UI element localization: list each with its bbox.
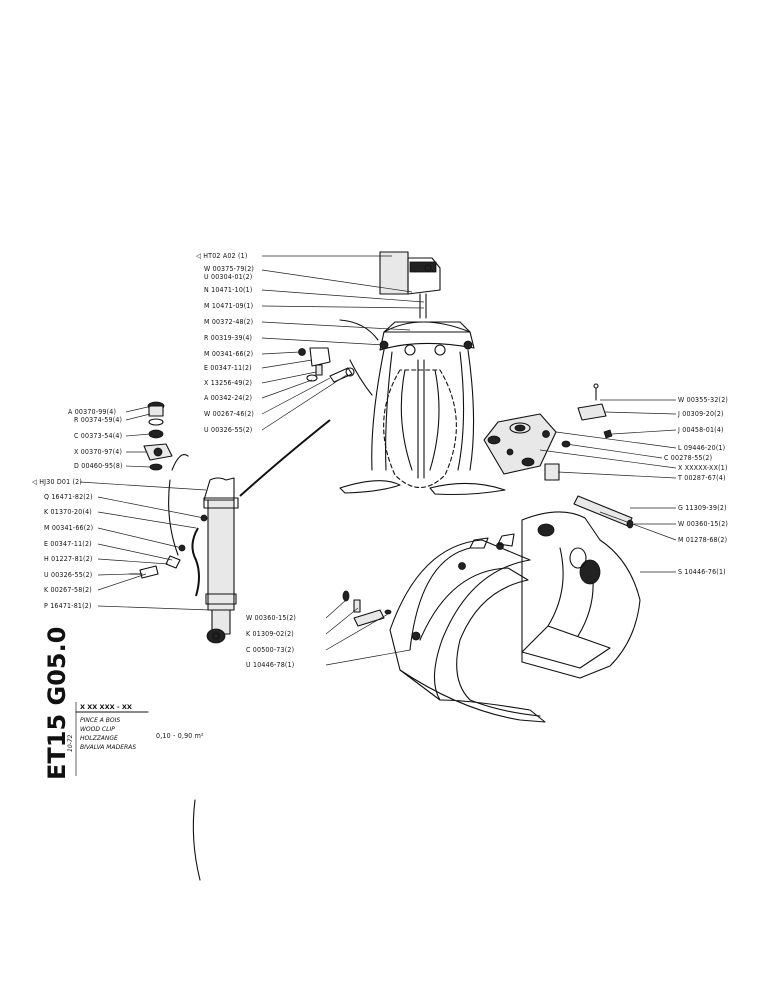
hydraulic-cylinder: [129, 477, 239, 881]
name-de: HOLZZANGE: [80, 735, 118, 742]
title-block: ET15 G05.0 10-72 X XX XXX - XX PINCE A B…: [43, 627, 204, 780]
labels-center: ◁ HT02 A02 (1) W 00375-79(2) U 00304-01(…: [196, 252, 254, 434]
label-s10446-76: S 10446-76(1): [678, 568, 726, 576]
label-x-xxxxx-xx: X XXXXX-XX(1): [678, 464, 728, 472]
doc-date: 10-72: [67, 734, 74, 752]
label-j00309-20: J 00309-20(2): [677, 410, 724, 418]
label-r00319-39: R 00319-39(4): [204, 334, 252, 342]
label-m00341-66: M 00341-66(2): [204, 350, 253, 358]
name-en: WOOD CLIP: [80, 726, 115, 733]
label-m10471-09: M 10471-09(1): [204, 302, 253, 310]
label-m00341-66-left: M 00341-66(2): [44, 524, 93, 532]
label-q16471-82: Q 16471-82(2): [44, 493, 93, 501]
doc-code: ET15 G05.0: [43, 627, 71, 780]
label-hj30-d01: ◁ HJ30 D01 (2): [32, 478, 82, 486]
label-u00304-01: U 00304-01(2): [204, 273, 252, 281]
grab-assembly: [339, 251, 506, 496]
label-u10446-78: U 10446-78(1): [246, 661, 294, 669]
label-r00374-59: R 00374-59(4): [74, 416, 122, 424]
label-a00370-99: A 00370-99(4): [68, 408, 116, 416]
label-p16471-81: P 16471-81(2): [44, 602, 92, 610]
label-c00500-73: C 00500-73(2): [246, 646, 294, 654]
label-j00458-01: J 00458-01(4): [677, 426, 724, 434]
label-t00287-67: T 00287-67(4): [677, 474, 726, 482]
label-n10471-10: N 10471-10(1): [204, 286, 253, 294]
label-k00267-58: K 00267-58(2): [44, 586, 92, 594]
label-m00372-48: M 00372-48(2): [204, 318, 253, 326]
labels-left: ◁ HJ30 D01 (2) Q 16471-82(2) K 01370-20(…: [32, 478, 93, 610]
name-es: BIVALVA MADERAS: [80, 744, 136, 751]
label-g11309-39: G 11309-39(2): [678, 504, 727, 512]
labels-bottom: W 00360-15(2) K 01309-02(2) C 00500-73(2…: [246, 614, 296, 669]
label-w00267-46: W 00267-46(2): [204, 410, 254, 418]
label-u00326-55-left: U 00326-55(2): [44, 571, 92, 579]
label-d00460-95: D 00460-95(8): [74, 462, 123, 470]
label-x13256-49: X 13256-49(2): [204, 379, 252, 387]
leader-lines: [79, 255, 677, 666]
hydraulic-line: [239, 419, 331, 497]
label-e00347-11-left: E 00347-11(2): [44, 540, 92, 548]
labels-left-top: A 00370-99(4) R 00374-59(4) C 00373-54(4…: [68, 408, 123, 470]
labels-right: W 00355-32(2) J 00309-20(2) J 00458-01(4…: [664, 396, 728, 576]
label-k01309-02: K 01309-02(2): [246, 630, 294, 638]
name-fr: PINCE A BOIS: [80, 717, 120, 724]
label-k01370-20: K 01370-20(4): [44, 508, 92, 516]
doc-ref: X XX XXX - XX: [80, 703, 132, 711]
capacity: 0,10 - 0,90 m²: [156, 732, 204, 740]
rotator-block: [483, 383, 613, 481]
label-x00370-97: X 00370-97(4): [74, 448, 122, 456]
label-l09446-20: L 09446-20(1): [678, 444, 725, 452]
label-a00342-24: A 00342-24(2): [204, 394, 252, 402]
label-ht02-a02: ◁ HT02 A02 (1): [196, 252, 247, 260]
label-m01278-68: M 01278-68(2): [678, 536, 727, 544]
label-w00360-15-bottom: W 00360-15(2): [246, 614, 296, 622]
label-c00373-54: C 00373-54(4): [74, 432, 122, 440]
label-u00326-55: U 00326-55(2): [204, 426, 252, 434]
jaw-right: [521, 495, 641, 679]
left-top-fittings: [143, 401, 189, 471]
label-h01227-81: H 01227-81(2): [44, 555, 93, 563]
label-w00360-15-right: W 00360-15(2): [678, 520, 728, 528]
label-w00375-79: W 00375-79(2): [204, 265, 254, 273]
label-c00278-55: C 00278-55(2): [664, 454, 712, 462]
center-bracket-parts: [298, 347, 355, 383]
jaw-left: [342, 533, 546, 723]
label-e00347-11: E 00347-11(2): [204, 364, 252, 372]
label-w00355-32: W 00355-32(2): [678, 396, 728, 404]
